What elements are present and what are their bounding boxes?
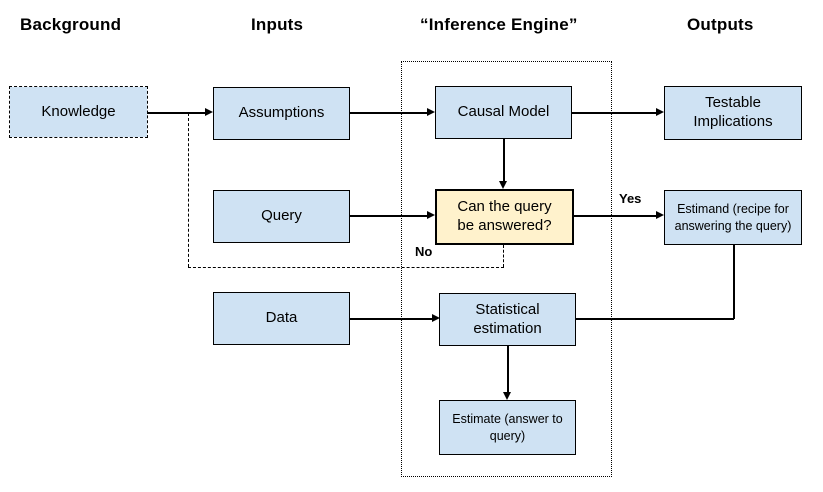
data-label: Data [265, 309, 298, 327]
arrowhead-into-causal-model [427, 108, 435, 116]
edge-query-query-answerable [350, 215, 428, 217]
edge-no-feedback-up [188, 113, 189, 267]
query-label: Query [261, 207, 302, 225]
edge-statistical-estimate [507, 346, 509, 394]
edge-causal-model-testable [572, 112, 657, 114]
arrowhead-into-testable [656, 108, 664, 116]
no-label: No [415, 244, 433, 259]
causal-model-label: Causal Model [457, 103, 550, 121]
arrowhead-into-assumptions [205, 108, 213, 116]
edge-no-feedback-down [503, 245, 504, 267]
knowledge-box: Knowledge [9, 86, 148, 138]
estimand-box: Estimand (recipe for answering the query… [664, 190, 802, 245]
edge-estimand-statistical [576, 318, 734, 320]
estimate-label: Estimate (answer to query) [452, 412, 563, 443]
arrowhead-into-query-answerable [499, 181, 507, 189]
query-box: Query [213, 190, 350, 243]
query-answerable-box: Can the query be answered? [435, 189, 574, 245]
edge-yes-estimand [574, 215, 657, 217]
estimand-label: Estimand (recipe for answering the query… [674, 202, 792, 233]
assumptions-box: Assumptions [213, 87, 350, 140]
arrowhead-into-statistical [432, 314, 440, 322]
data-box: Data [213, 292, 350, 345]
edge-data-statistical [350, 318, 433, 320]
arrowhead-query-into-box [427, 211, 435, 219]
header-inputs: Inputs [251, 15, 304, 34]
edge-estimand-down [733, 245, 735, 319]
inference-engine-region [401, 61, 612, 477]
estimate-box: Estimate (answer to query) [439, 400, 576, 455]
header-inference-engine: “Inference Engine” [420, 15, 578, 34]
yes-label: Yes [619, 191, 642, 206]
edge-no-feedback-horizontal [188, 267, 504, 268]
statistical-estimation-box: Statistical estimation [439, 293, 576, 346]
edge-knowledge-assumptions [147, 112, 207, 114]
testable-implications-box: Testable Implications [664, 86, 802, 140]
knowledge-label: Knowledge [41, 102, 116, 120]
header-background: Background [20, 15, 122, 34]
causal-model-box: Causal Model [435, 86, 572, 139]
header-outputs: Outputs [687, 15, 754, 34]
edge-assumptions-causal-model [350, 112, 428, 114]
assumptions-label: Assumptions [238, 104, 325, 122]
query-answerable-label: Can the query be answered? [457, 198, 552, 234]
testable-implications-label: Testable Implications [693, 94, 773, 130]
edge-causal-model-query-answerable [503, 139, 505, 183]
statistical-estimation-label: Statistical estimation [473, 300, 542, 337]
arrowhead-into-estimate [503, 392, 511, 400]
arrowhead-into-estimand [656, 211, 664, 219]
